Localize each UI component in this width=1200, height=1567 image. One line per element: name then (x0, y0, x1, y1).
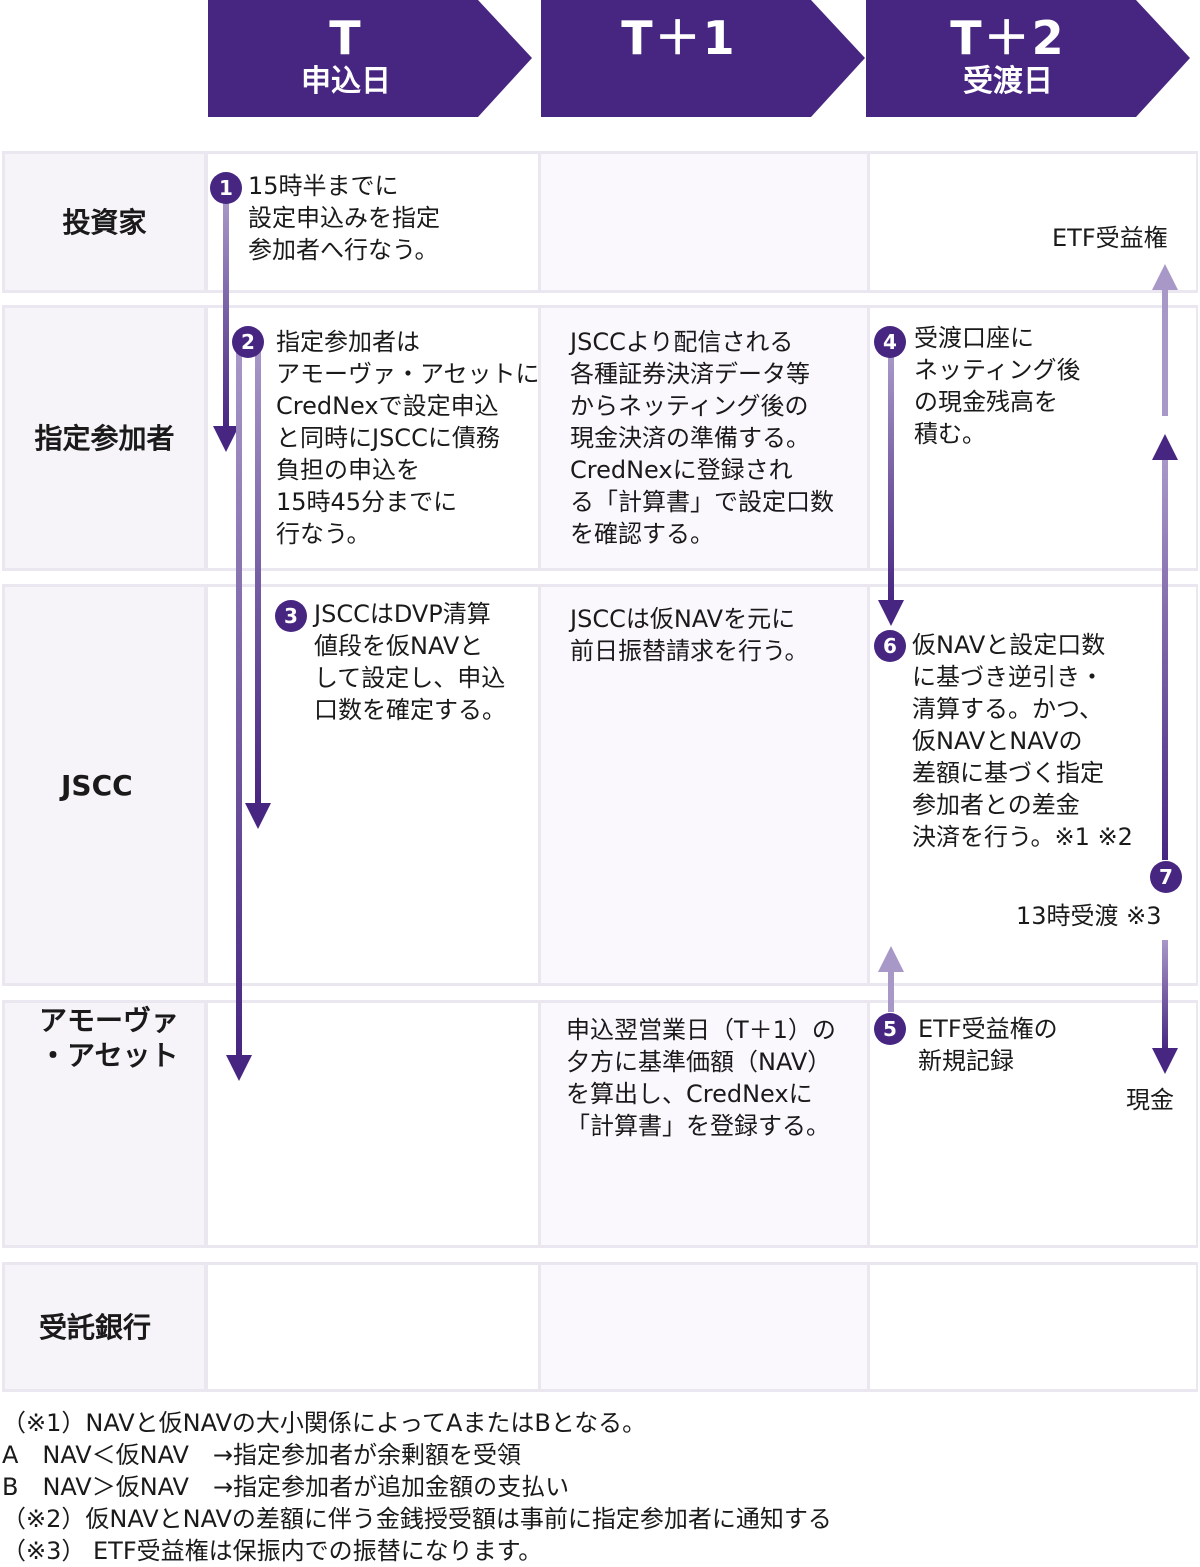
footnote-a: A NAV＜仮NAV →指定参加者が余剰額を受領 (2, 1441, 522, 1469)
arrow-head (213, 426, 239, 452)
step4-text: 受渡口座に ネッティング後 の現金残高を 積む。 (914, 324, 1081, 448)
actor-jscc: JSCC (5, 587, 204, 983)
header-col-t1: T＋1 (541, 0, 817, 117)
cell (870, 1265, 1196, 1389)
actor-investor: 投資家 (5, 154, 204, 290)
header-day: T＋1 (621, 11, 737, 65)
cell (541, 1265, 867, 1389)
cell (208, 308, 538, 568)
actor-trust-bank: 受託銀行 (5, 1265, 204, 1389)
header-label: 受渡日 (963, 64, 1053, 99)
cell (208, 154, 538, 290)
actor-participant: 指定参加者 (5, 308, 204, 568)
step7-text: 13時受渡 ※3 (1016, 902, 1162, 930)
arrow-head (1152, 434, 1178, 460)
cell (208, 1003, 538, 1245)
cell (208, 587, 538, 983)
header-col-t: T 申込日 (208, 0, 484, 117)
arrow-step7-etf (1162, 460, 1168, 860)
arrow-step5 (888, 972, 894, 1012)
cell (870, 154, 1196, 290)
footnote-3: （※3） ETF受益権は保振内での振替になります。 (2, 1537, 543, 1565)
header-chevron-t1 (541, 0, 865, 117)
header-day: T＋2 (950, 11, 1066, 65)
cell (541, 154, 867, 290)
header-col-t2: T＋2 受渡日 (866, 0, 1150, 117)
arrow-cash (1162, 940, 1168, 1050)
arrow-step1 (223, 200, 229, 428)
etf-label: ETF受益権 (1052, 224, 1168, 252)
step3-text: JSCCはDVP清算 値段を仮NAVと して設定し、申込 口数を確定する。 (314, 600, 506, 724)
arrow-head (226, 1055, 252, 1081)
footnote-b: B NAV＞仮NAV →指定参加者が追加金額の支払い (2, 1473, 570, 1501)
cell (870, 587, 1196, 983)
step5-text: ETF受益権の 新規記録 (918, 1015, 1058, 1075)
cell (208, 1265, 538, 1389)
step-badge-6: 6 (874, 630, 906, 662)
header-chevron-t2 (866, 0, 1190, 117)
header-label: 申込日 (301, 64, 391, 99)
arrow-head (878, 600, 904, 626)
t1-amova-text: 申込翌営業日（T＋1）の 夕方に基準価額（NAV） を算出し、CredNexに … (566, 1016, 836, 1140)
actor-amova-line2: ・アセット (39, 1039, 179, 1072)
step-badge-7: 7 (1150, 861, 1182, 893)
step2-text: 指定参加者は アモーヴァ・アセットに CredNexで設定申込 と同時にJSCC… (276, 328, 540, 548)
t1-participant-text: JSCCより配信される 各種証券決済データ等 からネッティング後の 現金決済の準… (570, 328, 834, 548)
arrow-step2-jscc (255, 345, 261, 805)
cell (541, 308, 867, 568)
footnote-1: （※1）NAVと仮NAVの大小関係によってAまたはBとなる。 (2, 1409, 647, 1437)
step6-text: 仮NAVと設定口数 に基づき逆引き・ 清算する。かつ、 仮NAVとNAVの 差額… (912, 631, 1133, 851)
t1-jscc-text: JSCCは仮NAVを元に 前日振替請求を行う。 (570, 605, 809, 665)
footnote-2: （※2）仮NAVとNAVの差額に伴う金銭授受額は事前に指定参加者に通知する (2, 1505, 832, 1533)
cell (870, 308, 1196, 568)
actor-amova-line1: アモーヴァ (39, 1004, 180, 1037)
cell (541, 1003, 867, 1245)
arrow-head (1152, 264, 1178, 290)
arrow-step2-amova (236, 345, 242, 1057)
step-badge-2: 2 (232, 326, 264, 358)
actor-amova: アモーヴァ ・アセット (5, 1003, 204, 1245)
header-chevron-t (208, 0, 532, 117)
arrow-head (245, 803, 271, 829)
step-badge-3: 3 (275, 600, 307, 632)
timeline-header (208, 0, 1190, 117)
cell (541, 587, 867, 983)
arrow-step4 (888, 355, 894, 601)
cell (870, 1003, 1196, 1245)
arrow-head (1152, 1048, 1178, 1074)
step1-text: 15時半までに 設定申込みを指定 参加者へ行なう。 (248, 172, 440, 264)
step-badge-4: 4 (874, 326, 906, 358)
step-badge-1: 1 (210, 172, 242, 204)
arrow-step7-etf-top (1162, 290, 1168, 416)
step-badge-5: 5 (874, 1013, 906, 1045)
arrow-head (878, 946, 904, 972)
cash-label: 現金 (1126, 1086, 1174, 1114)
header-day: T (329, 11, 363, 65)
